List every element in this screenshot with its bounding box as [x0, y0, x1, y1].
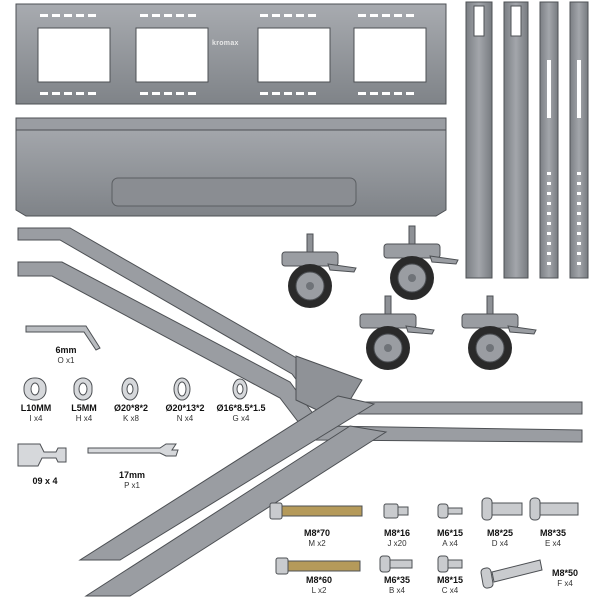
m8-15-label: M8*15 C x4: [426, 575, 474, 596]
m6-35-qty: B x4: [388, 586, 405, 595]
m8-16-label: M8*16 J x20: [372, 528, 422, 549]
m8-70-qty: M x2: [308, 539, 326, 548]
caster-wheels: [281, 225, 537, 370]
m8-25-qty: D x4: [491, 539, 509, 548]
m8-60-size: M8*60: [305, 575, 332, 585]
shelf-tray: [15, 117, 447, 217]
washer-20-13-size: Ø20*13*2: [165, 403, 205, 413]
mounting-plate: [15, 3, 447, 105]
washer-16-label: Ø16*8.5*1.5 G x4: [212, 403, 270, 424]
m6-35-size: M6*35: [383, 575, 410, 585]
m8-35e-label: M8*35 E x4: [528, 528, 578, 549]
hex-wrench-shape: [25, 325, 101, 351]
m6-15a-label: M6*15 A x4: [426, 528, 474, 549]
m8-25-size: M8*25: [486, 528, 513, 538]
spacer-l5-label: L5MM H x4: [64, 403, 104, 424]
m8-16-size: M8*16: [383, 528, 410, 538]
m8-50-size: M8*50: [551, 568, 578, 578]
m6-35-label: M6*35 B x4: [372, 575, 422, 596]
spanner-label: 17mm P x1: [110, 470, 154, 491]
base-legs: [17, 227, 583, 597]
m8-70-label: M8*70 M x2: [292, 528, 342, 549]
spacer-l5-qty: H x4: [75, 414, 93, 423]
column-poles: [465, 1, 589, 279]
washer-20-8-label: Ø20*8*2 K x8: [104, 403, 158, 424]
spanner-size: 17mm: [118, 470, 145, 480]
m8-60-label: M8*60 L x2: [294, 575, 344, 596]
spacer-l10-size: L10MM: [20, 403, 52, 413]
cable-clip-shape: [17, 443, 67, 467]
wrench-label: 6mm O x1: [46, 345, 86, 366]
brand-logo-text: kromax: [212, 40, 239, 47]
m8-70-size: M8*70: [303, 528, 330, 538]
m8-25-label: M8*25 D x4: [476, 528, 524, 549]
m8-60-qty: L x2: [311, 586, 327, 595]
washer-16-qty: G x4: [232, 414, 250, 423]
clip-label: 09 x 4: [20, 476, 70, 487]
washer-20-13-label: Ø20*13*2 N x4: [158, 403, 212, 424]
clip-size: 09 x 4: [32, 476, 58, 486]
spacers-washers: [23, 377, 248, 401]
spanner-shape: [87, 443, 179, 457]
m8-35e-qty: E x4: [544, 539, 561, 548]
m8-16-qty: J x20: [387, 539, 407, 548]
spanner-qty: P x1: [124, 481, 140, 490]
washer-20-8-qty: K x8: [122, 414, 139, 423]
spacer-l10-qty: I x4: [29, 414, 43, 423]
m6-15a-size: M6*15: [436, 528, 463, 538]
washer-20-8-size: Ø20*8*2: [113, 403, 149, 413]
m8-15-size: M8*15: [436, 575, 463, 585]
m8-15-qty: C x4: [441, 586, 459, 595]
m8-50-label: M8*50 F x4: [540, 568, 590, 589]
spacer-l5-size: L5MM: [71, 403, 97, 413]
m8-35e-size: M8*35: [539, 528, 566, 538]
wrench-size: 6mm: [55, 345, 77, 355]
washer-16-size: Ø16*8.5*1.5: [216, 403, 266, 413]
spacer-l10-label: L10MM I x4: [14, 403, 58, 424]
bolts: [269, 497, 579, 589]
wrench-qty: O x1: [57, 356, 75, 365]
m8-50-qty: F x4: [557, 579, 573, 588]
m6-15a-qty: A x4: [442, 539, 458, 548]
washer-20-13-qty: N x4: [176, 414, 194, 423]
